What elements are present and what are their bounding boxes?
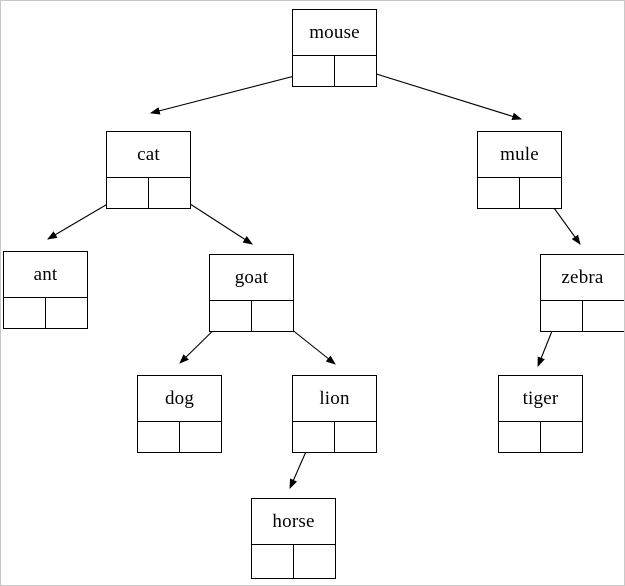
tree-node-pointers-mule xyxy=(478,178,561,208)
edge-mouse-to-cat xyxy=(149,70,315,115)
right-pointer-cell-mouse[interactable] xyxy=(335,56,377,86)
right-pointer-cell-zebra[interactable] xyxy=(583,301,625,331)
right-pointer-cell-horse[interactable] xyxy=(294,545,336,578)
tree-node-pointers-ant xyxy=(4,298,87,328)
tree-node-pointers-lion xyxy=(293,422,376,452)
tree-node-label-horse: horse xyxy=(252,499,335,545)
tree-node-label-zebra: zebra xyxy=(541,255,624,301)
tree-node-pointers-horse xyxy=(252,545,335,578)
tree-node-label-mouse: mouse xyxy=(293,10,376,56)
tree-node-zebra[interactable]: zebra xyxy=(540,254,624,332)
tree-node-pointers-goat xyxy=(210,301,293,331)
tree-node-label-dog: dog xyxy=(138,376,221,422)
tree-node-tiger[interactable]: tiger xyxy=(498,375,583,453)
left-pointer-cell-tiger[interactable] xyxy=(499,422,541,452)
left-pointer-cell-mouse[interactable] xyxy=(293,56,335,86)
right-pointer-cell-tiger[interactable] xyxy=(541,422,583,452)
tree-node-pointers-mouse xyxy=(293,56,376,86)
tree-node-pointers-cat xyxy=(107,178,190,208)
right-pointer-cell-goat[interactable] xyxy=(252,301,294,331)
tree-node-label-goat: goat xyxy=(210,255,293,301)
right-pointer-cell-ant[interactable] xyxy=(46,298,88,328)
tree-node-dog[interactable]: dog xyxy=(137,375,222,453)
tree-node-label-ant: ant xyxy=(4,252,87,298)
tree-node-mouse[interactable]: mouse xyxy=(292,9,377,87)
tree-node-goat[interactable]: goat xyxy=(209,254,294,332)
left-pointer-cell-dog[interactable] xyxy=(138,422,180,452)
tree-node-label-tiger: tiger xyxy=(499,376,582,422)
left-pointer-cell-mule[interactable] xyxy=(478,178,520,208)
tree-node-label-lion: lion xyxy=(293,376,376,422)
tree-node-pointers-dog xyxy=(138,422,221,452)
tree-node-pointers-tiger xyxy=(499,422,582,452)
left-pointer-cell-horse[interactable] xyxy=(252,545,294,578)
right-pointer-cell-mule[interactable] xyxy=(520,178,562,208)
left-pointer-cell-cat[interactable] xyxy=(107,178,149,208)
tree-node-cat[interactable]: cat xyxy=(106,131,191,209)
tree-node-mule[interactable]: mule xyxy=(477,131,562,209)
left-pointer-cell-zebra[interactable] xyxy=(541,301,583,331)
right-pointer-cell-lion[interactable] xyxy=(335,422,377,452)
right-pointer-cell-dog[interactable] xyxy=(180,422,222,452)
left-pointer-cell-goat[interactable] xyxy=(210,301,252,331)
tree-node-lion[interactable]: lion xyxy=(292,375,377,453)
tree-node-label-mule: mule xyxy=(478,132,561,178)
tree-node-ant[interactable]: ant xyxy=(3,251,88,329)
left-pointer-cell-lion[interactable] xyxy=(293,422,335,452)
edge-mouse-to-mule xyxy=(353,66,523,121)
tree-node-label-cat: cat xyxy=(107,132,190,178)
right-pointer-cell-cat[interactable] xyxy=(149,178,191,208)
left-pointer-cell-ant[interactable] xyxy=(4,298,46,328)
tree-node-horse[interactable]: horse xyxy=(251,498,336,579)
tree-node-pointers-zebra xyxy=(541,301,624,331)
